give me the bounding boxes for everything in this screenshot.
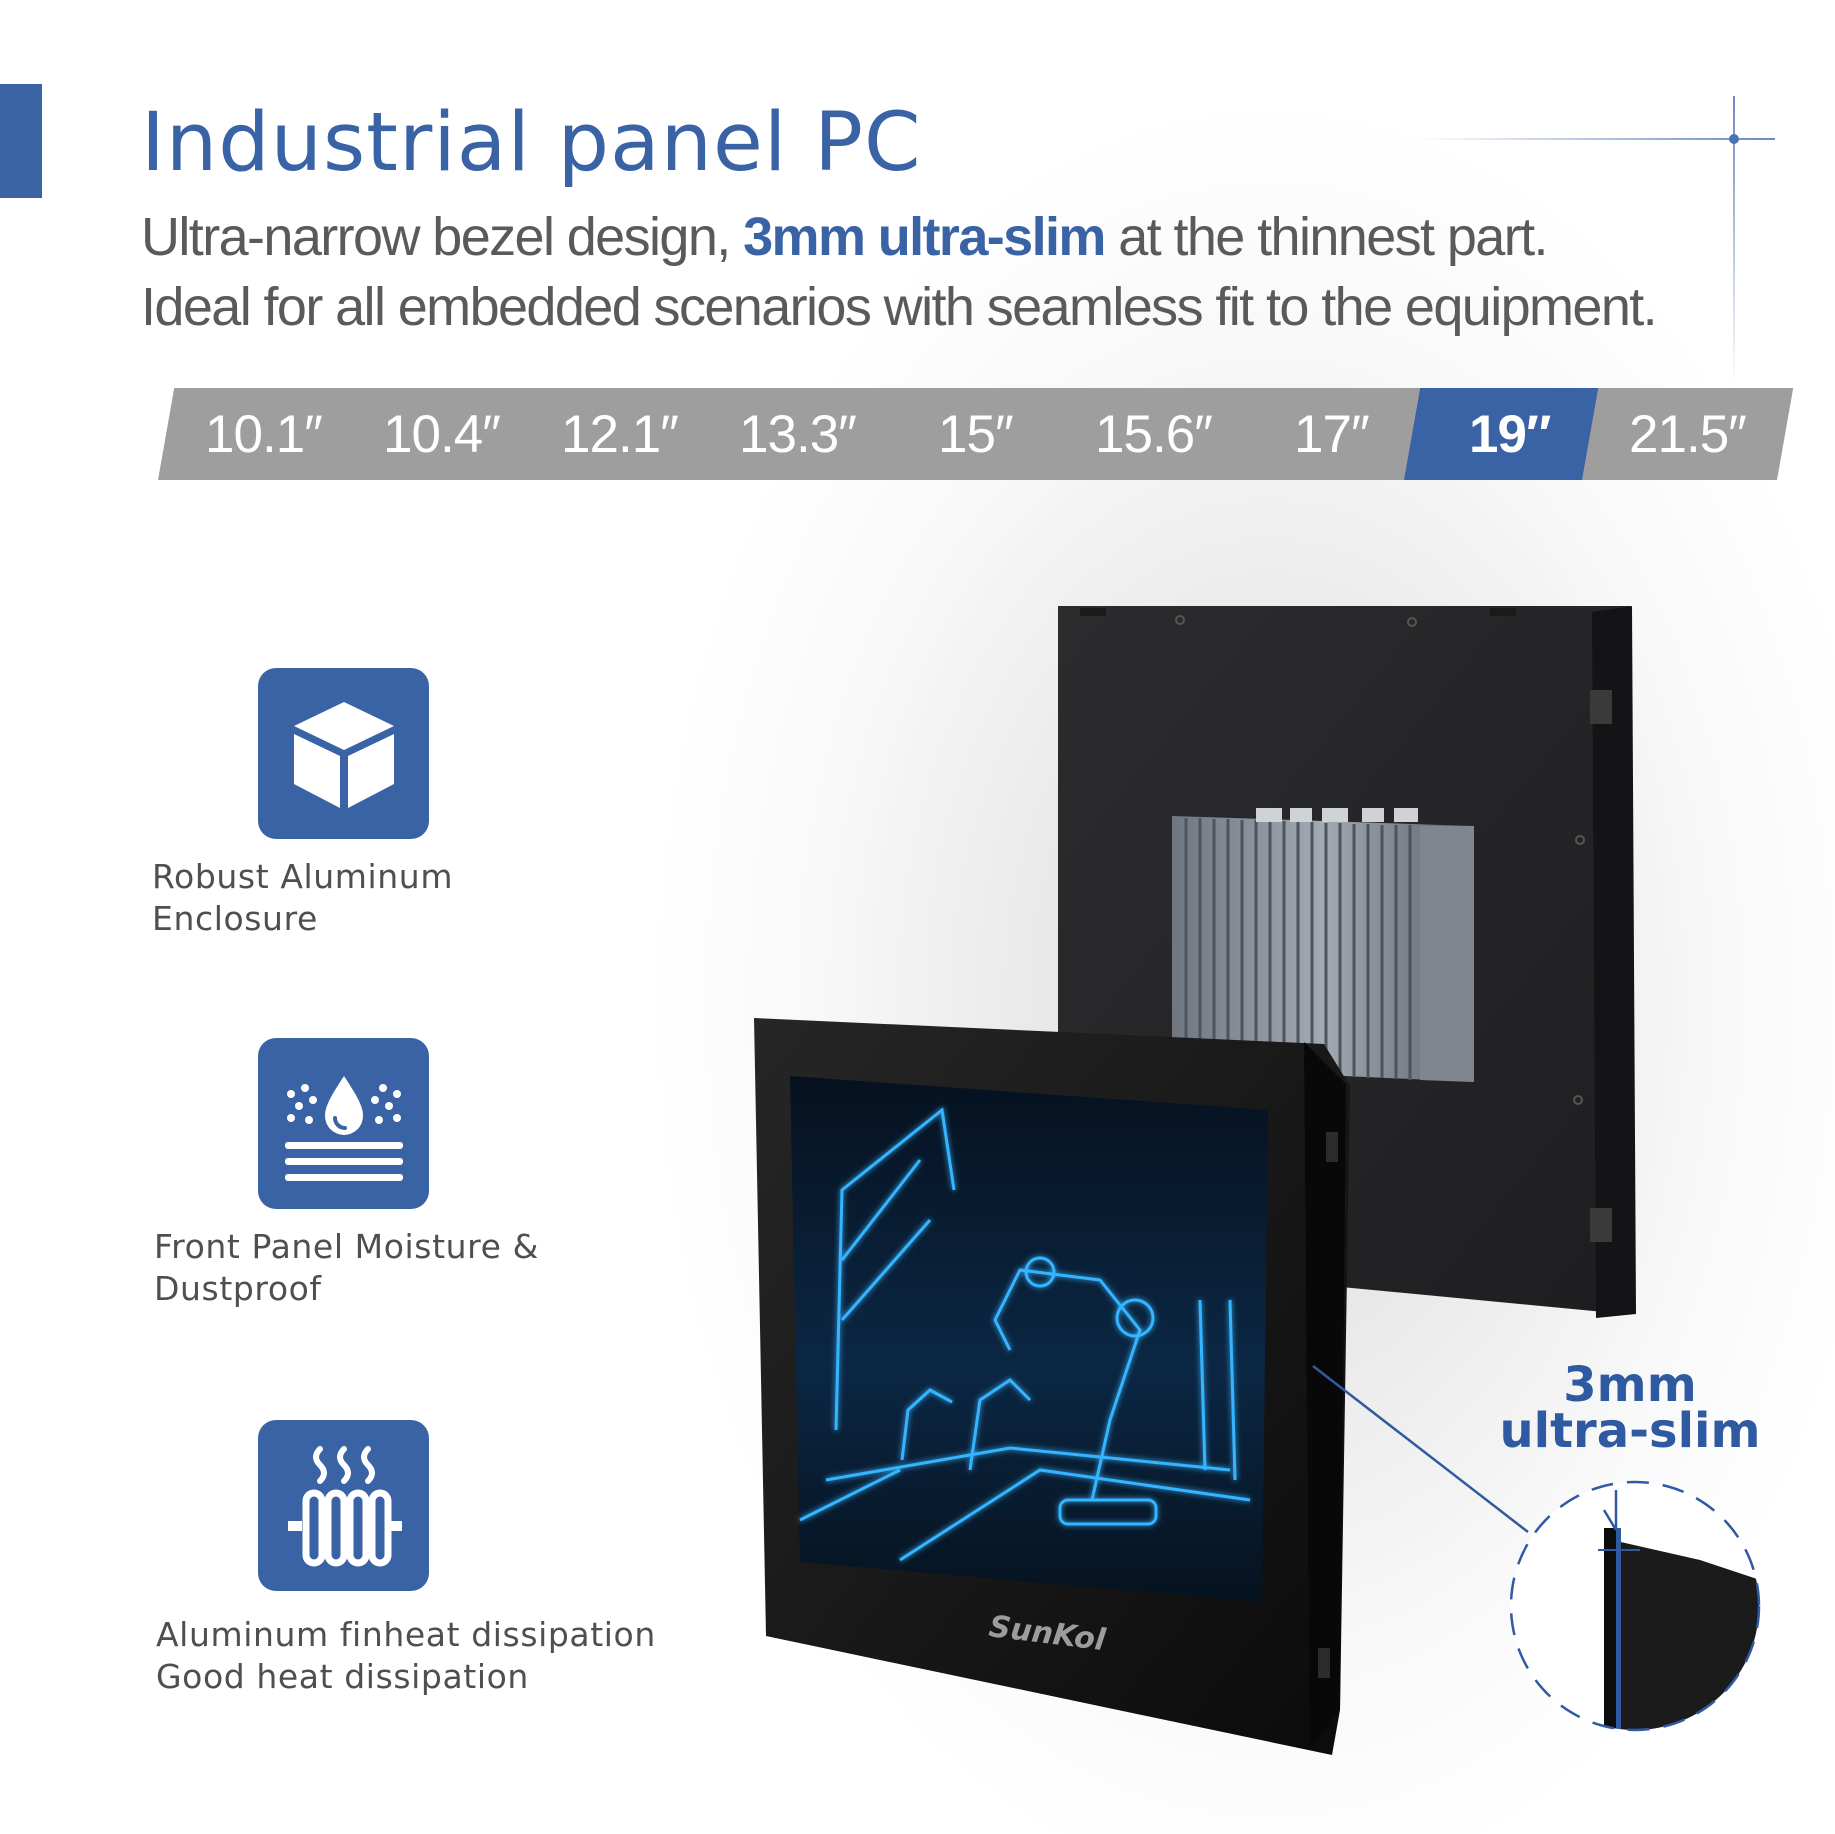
decorative-line-horizontal: [1415, 138, 1775, 140]
radiator-heat-icon: [287, 1445, 402, 1566]
subtitle-highlight: 3mm ultra-slim: [743, 207, 1106, 267]
accent-bar: [0, 84, 42, 198]
subtitle-line2: Ideal for all embedded scenarios with se…: [141, 277, 1658, 337]
page-title: Industrial panel PC: [141, 96, 922, 190]
front-display: SunKol: [754, 1018, 1350, 1755]
cube-icon: [293, 701, 394, 808]
decorative-dot: [1729, 134, 1739, 144]
feature-label-heat: Aluminum finheat dissipation Good heat d…: [156, 1615, 656, 1696]
feature-label-moisture: Front Panel Moisture & Dustproof: [154, 1227, 539, 1308]
decorative-line-vertical: [1733, 96, 1735, 386]
subtitle-line1-start: Ultra-narrow bezel design,: [141, 207, 744, 267]
subtitle: Ultra-narrow bezel design, 3mm ultra-sli…: [141, 202, 1658, 342]
feature-label-enclosure: Robust Aluminum Enclosure: [152, 857, 454, 938]
zoom-detail: [1509, 1480, 1761, 1732]
feature-icon-heat: [258, 1420, 429, 1591]
heatsink-box: [1172, 808, 1474, 1082]
feature-icon-moisture: [258, 1038, 429, 1209]
slim-callout-label: 3mm ultra-slim: [1499, 1357, 1761, 1459]
screen-robot-artwork: [799, 1107, 1251, 1562]
callout-leader-line: [1312, 1365, 1529, 1533]
subtitle-line1-end: at the thinnest part.: [1104, 207, 1548, 267]
water-drop-dust-icon: [284, 1075, 403, 1181]
feature-icon-enclosure: [258, 668, 429, 839]
